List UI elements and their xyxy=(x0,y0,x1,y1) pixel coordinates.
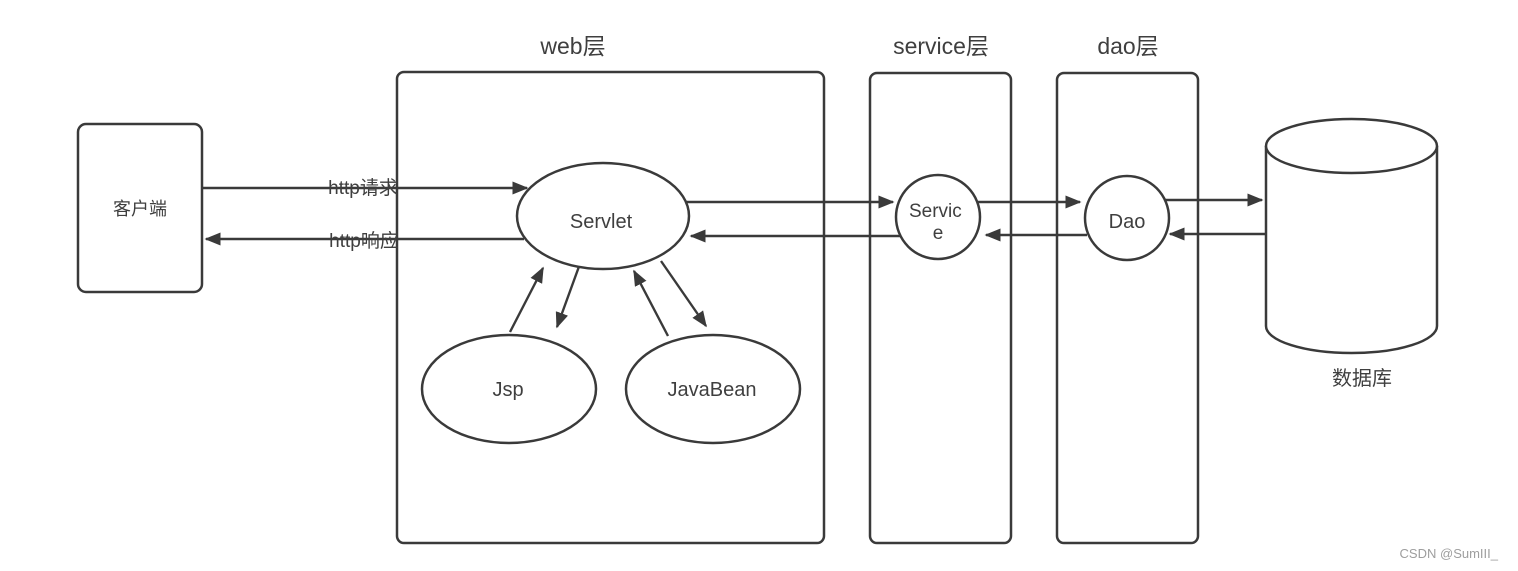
watermark-text: CSDN @SumIII_ xyxy=(1400,546,1499,561)
database-cylinder xyxy=(1264,117,1439,355)
jsp-ellipse xyxy=(420,333,598,445)
javabean-label: JavaBean xyxy=(668,379,757,401)
database-label: 数据库 xyxy=(1332,367,1392,390)
servlet-ellipse xyxy=(515,161,691,271)
web-layer-title: web层 xyxy=(539,33,605,59)
service-circle xyxy=(894,173,982,261)
jsp-label: Jsp xyxy=(492,379,523,401)
servlet-to-jsp-arrow xyxy=(555,260,583,329)
database-cylinder-top xyxy=(1264,117,1439,175)
dao-layer-title: dao层 xyxy=(1097,33,1158,59)
dao-layer-box xyxy=(1055,71,1200,545)
dao-circle xyxy=(1083,174,1171,262)
javabean-ellipse xyxy=(624,333,802,445)
service-label: Servic e xyxy=(909,201,967,244)
http-request-label: http请求 xyxy=(328,177,398,199)
http-response-label: http响应 xyxy=(329,230,399,252)
client-label: 客户端 xyxy=(113,199,167,219)
service-layer-title: service层 xyxy=(893,33,989,59)
dao-label: Dao xyxy=(1109,211,1146,233)
service-layer-box xyxy=(868,71,1013,545)
service-label-line1: Servic xyxy=(909,201,962,222)
servlet-to-javabean-arrow xyxy=(660,260,707,328)
servlet-label: Servlet xyxy=(570,211,633,233)
jsp-to-servlet-arrow xyxy=(508,266,545,333)
client-box xyxy=(76,122,204,294)
database-cylinder-body xyxy=(1264,146,1439,355)
service-label-line2: e xyxy=(933,223,944,244)
web-layer-box xyxy=(395,70,826,545)
javabean-to-servlet-arrow xyxy=(632,269,670,337)
